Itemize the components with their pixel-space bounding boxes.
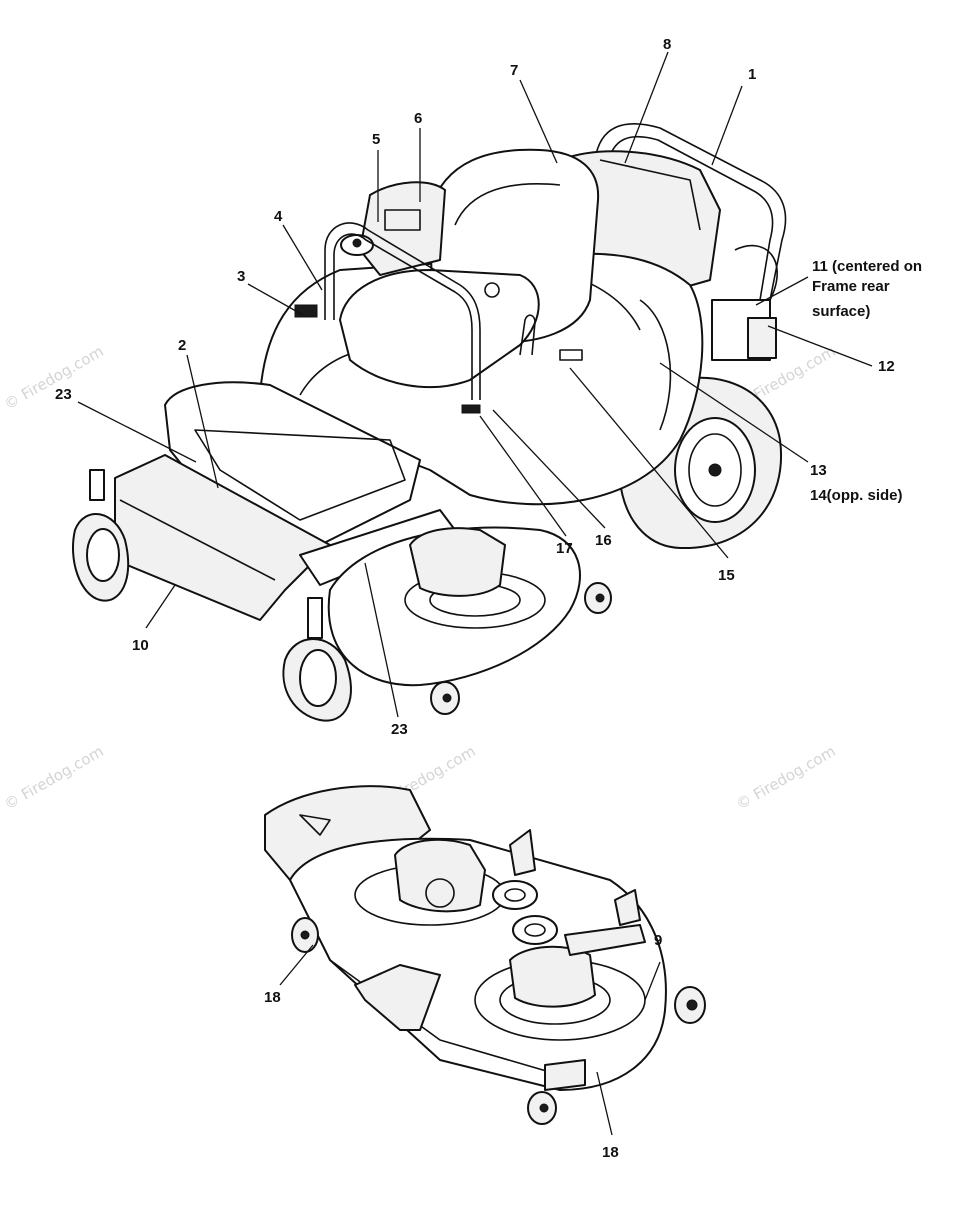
front-right-caster: [282, 597, 352, 722]
deck-gauge-wheels: [430, 582, 612, 715]
callout-8: 8: [663, 36, 671, 53]
fuel-tank: [340, 181, 446, 276]
callout-9: 9: [654, 932, 662, 949]
callout-2: 2: [178, 337, 186, 354]
callout-23-left: 23: [55, 386, 72, 403]
callout-16: 16: [595, 532, 612, 549]
rear-frame: [594, 123, 787, 361]
callout-1: 1: [748, 66, 756, 83]
watermark-mid-right: © Firedog.com: [733, 742, 839, 813]
callout-15: 15: [718, 567, 735, 584]
callout-11-line3: surface): [812, 303, 870, 320]
front-bracket: [354, 964, 441, 1031]
callout-labels: 1 2 3 4 5 6 7 8 9 10 11 (centered on Fra…: [55, 36, 922, 1161]
callout-6: 6: [414, 110, 422, 127]
callout-18-left: 18: [264, 989, 281, 1006]
callout-14: 14(opp. side): [810, 487, 903, 504]
mount-plates: [509, 829, 646, 1091]
right-spindle: [474, 945, 646, 1041]
leader-lines: [77, 51, 873, 1136]
callout-7: 7: [510, 62, 518, 79]
mower-illustration: [71, 123, 787, 722]
deck-illustration: [264, 785, 706, 1125]
callout-10: 10: [132, 637, 149, 654]
front-left-caster: [71, 469, 130, 602]
callout-12: 12: [878, 358, 895, 375]
callout-5: 5: [372, 131, 380, 148]
center-pulleys: [492, 880, 558, 945]
deck-wheels: [291, 917, 706, 1125]
callout-11-line1: 11 (centered on: [812, 258, 922, 275]
callout-13: 13: [810, 462, 827, 479]
seat: [339, 148, 600, 389]
callout-11-line2: Frame rear: [812, 278, 890, 295]
deck-shell: [289, 837, 667, 1091]
callout-3: 3: [237, 268, 245, 285]
decal-markers: [294, 209, 583, 414]
mower-deck-top: [327, 526, 581, 687]
callout-18-bottom: 18: [602, 1144, 619, 1161]
callout-23-bottom: 23: [391, 721, 408, 738]
callout-4: 4: [274, 208, 283, 225]
watermark-left: © Firedog.com: [1, 342, 107, 413]
control-levers: [324, 222, 536, 400]
callout-17: 17: [556, 540, 573, 557]
watermark-mid-left: © Firedog.com: [1, 742, 107, 813]
